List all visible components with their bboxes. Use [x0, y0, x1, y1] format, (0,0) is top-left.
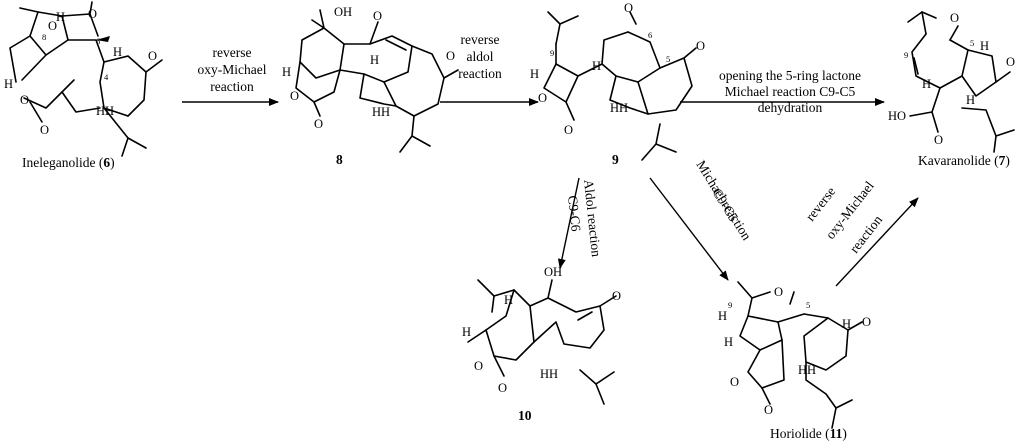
structure-8: OH O O H H O O HH: [282, 5, 459, 153]
atom-o: O: [624, 1, 633, 15]
atom-oh: OH: [334, 5, 352, 19]
structure-9: O O H H O O HH 9 6 5: [530, 1, 705, 161]
locant-9: 9: [550, 48, 554, 58]
atom-o: O: [498, 381, 507, 395]
arrow-reverse-aldol: reverse aldol reaction: [440, 32, 539, 106]
locant-8: 8: [42, 32, 46, 42]
locant-5: 5: [970, 38, 974, 48]
atom-o: O: [1006, 55, 1015, 69]
svg-text:dehydration: dehydration: [758, 100, 823, 115]
svg-text:opening the 5-ring lactone: opening the 5-ring lactone: [719, 68, 861, 83]
compound-10-label: 10: [518, 408, 532, 423]
atom-h: H: [980, 39, 989, 53]
atom-o: O: [446, 49, 455, 63]
atom-o: O: [774, 285, 783, 299]
svg-text:oxy-Michael: oxy-Michael: [198, 62, 267, 77]
atom-oh: OH: [544, 265, 562, 279]
atom-o: O: [474, 359, 483, 373]
atom-h: H: [592, 59, 601, 73]
atom-hh: HH: [540, 367, 558, 381]
atom-o: O: [538, 91, 547, 105]
atom-o: O: [730, 375, 739, 389]
atom-o: O: [612, 289, 621, 303]
atom-hh: HH: [798, 363, 816, 377]
atom-h: H: [966, 93, 975, 107]
atom-o: O: [373, 9, 382, 23]
svg-text:Aldol reaction: Aldol reaction: [581, 179, 604, 258]
atom-h: H: [56, 10, 65, 24]
atom-h: H: [922, 77, 931, 91]
svg-text:aldol: aldol: [467, 49, 494, 64]
structure-ineleganolide: O H H H O O O O HH 8 6 4: [4, 1, 163, 157]
atom-h: H: [462, 325, 471, 339]
locant-9: 9: [904, 50, 908, 60]
svg-text:reverse: reverse: [461, 32, 500, 47]
atom-o: O: [564, 123, 573, 137]
atom-h: H: [4, 77, 13, 91]
atom-hh: HH: [610, 101, 628, 115]
locant-9: 9: [728, 300, 732, 310]
svg-text:reaction: reaction: [458, 66, 502, 81]
locant-5: 5: [666, 54, 670, 64]
atom-hh: HH: [96, 104, 114, 118]
locant-6: 6: [648, 30, 652, 40]
atom-hh: HH: [372, 105, 390, 119]
compound-8-label: 8: [336, 152, 343, 167]
atom-o: O: [950, 11, 959, 25]
atom-o: O: [934, 133, 943, 147]
structure-horiolide: O O H H H O O HH 9 5: [718, 281, 871, 429]
atom-h: H: [724, 335, 733, 349]
atom-o: O: [88, 7, 97, 21]
atom-o: O: [20, 93, 29, 107]
atom-o: O: [696, 39, 705, 53]
atom-o: O: [40, 123, 49, 137]
arrow-reverse-oxy-michael-2: reverse oxy-Michael reaction: [803, 178, 919, 287]
atom-h: H: [370, 53, 379, 67]
atom-o: O: [862, 315, 871, 329]
atom-h: H: [504, 293, 513, 307]
atom-o: O: [148, 49, 157, 63]
atom-o: O: [314, 117, 323, 131]
atom-ho: HO: [888, 109, 906, 123]
atom-o: O: [290, 89, 299, 103]
compound-9-label: 9: [612, 152, 619, 167]
arrow-aldol-c9-c6: Aldol reaction C9-C6: [557, 177, 604, 269]
atom-h: H: [842, 317, 851, 331]
svg-text:C9-C6: C9-C6: [565, 195, 584, 233]
atom-h: H: [282, 65, 291, 79]
compound-6-label: Ineleganolide (6): [22, 155, 115, 170]
locant-4: 4: [104, 72, 109, 82]
locant-6: 6: [96, 36, 100, 46]
compound-11-label: Horiolide (11): [770, 426, 847, 441]
arrow-reverse-oxy-michael-1: reverse oxy-Michael reaction: [182, 45, 279, 106]
structure-kavaranolide: O O H H H HO O 9 5: [888, 11, 1015, 153]
atom-o: O: [48, 19, 57, 33]
svg-text:Michael reaction C9-C5: Michael reaction C9-C5: [725, 84, 856, 99]
arrow-lactone-opening: opening the 5-ring lactone Michael react…: [680, 68, 885, 115]
arrow-michael-c9-c5: Michael reaction C9-C5: [649, 158, 755, 281]
locant-5: 5: [806, 300, 810, 310]
svg-text:reverse: reverse: [213, 45, 252, 60]
svg-text:reaction: reaction: [210, 79, 254, 94]
structure-10: OH O H H O O HH: [462, 265, 621, 405]
atom-h: H: [718, 309, 727, 323]
atom-o: O: [764, 403, 773, 417]
compound-7-label: Kavaranolide (7): [918, 153, 1010, 168]
atom-h: H: [113, 45, 122, 59]
atom-h: H: [530, 67, 539, 81]
